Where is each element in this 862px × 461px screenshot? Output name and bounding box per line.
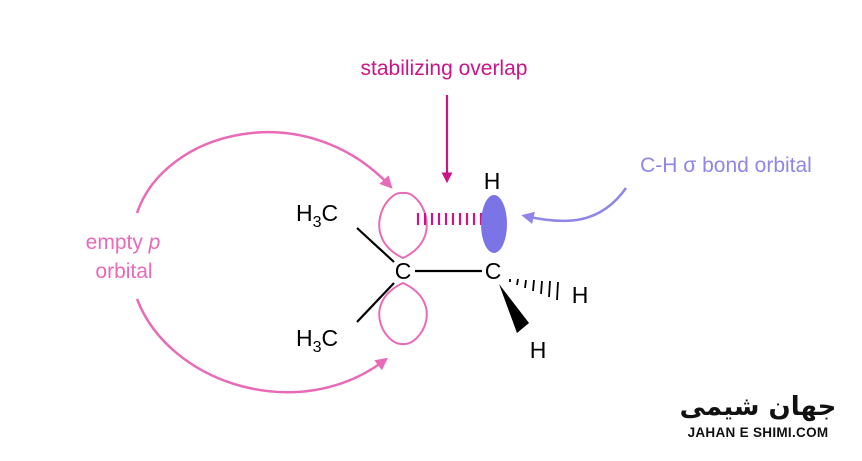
p-orbital-lower-lobe	[378, 281, 428, 346]
logo-url: JAHAN E SHIMI.COM	[687, 425, 829, 440]
p-orbital-arrow-lower	[135, 298, 388, 394]
carbon-adjacent: C	[485, 258, 502, 284]
p-orbital-upper-lobe	[378, 191, 428, 260]
bond-c-methyl-upper	[356, 227, 395, 263]
empty-p-label-line2: orbital	[95, 260, 152, 283]
ch-sigma-orbital	[481, 195, 507, 253]
overlap-hash	[416, 213, 490, 225]
methyl-lower: H3C	[296, 325, 338, 356]
ch-sigma-orbital-label: C-H σ bond orbital	[640, 154, 812, 177]
hydrogen-right: H	[572, 282, 589, 308]
p-orbital-arrow-upper	[135, 130, 393, 214]
methyl-upper: H3C	[296, 200, 338, 231]
empty-p-label-line1: empty p	[86, 231, 161, 254]
solid-wedge-bond	[499, 284, 529, 333]
carbon-cation: C	[395, 258, 412, 284]
sigma-orbital-arrow	[521, 187, 628, 225]
logo-brand: جهان شیمی	[679, 392, 837, 422]
hashed-wedge-bond	[509, 278, 559, 301]
bond-c-methyl-lower	[356, 282, 395, 323]
hydrogen-bottom: H	[530, 337, 547, 363]
hydrogen-top: H	[484, 168, 501, 194]
stabilizing-overlap-label: stabilizing overlap	[361, 57, 528, 80]
